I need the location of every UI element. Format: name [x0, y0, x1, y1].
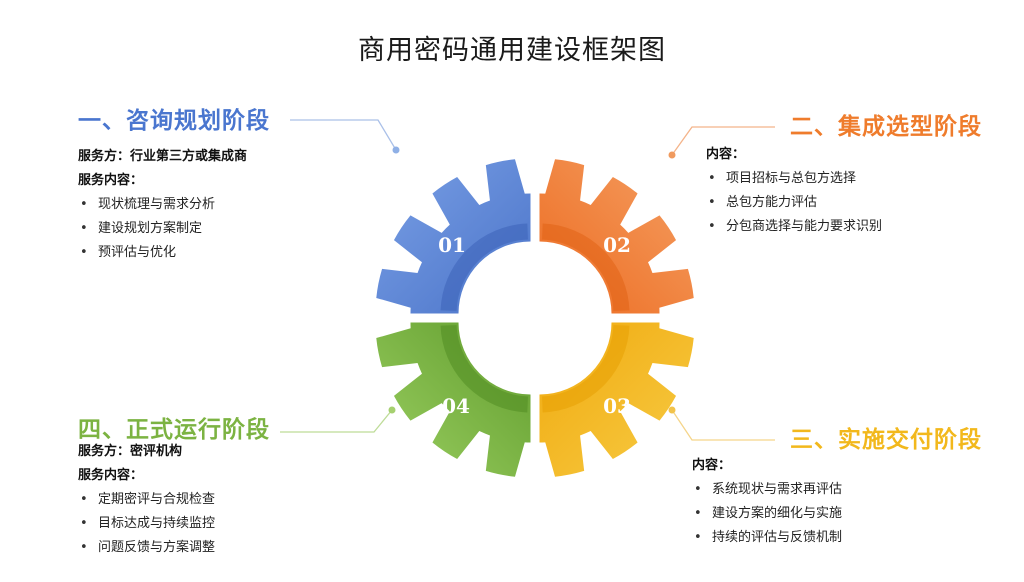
connector-dot-03: [668, 406, 676, 414]
phase-content-label-04: 服务内容：: [78, 468, 144, 483]
phase-block-02: 内容： 项目招标与总包方选择 总包方能力评估 分包商选择与能力要求识别: [706, 143, 882, 239]
connector-dot-04: [388, 406, 396, 414]
list-item: 问题反馈与方案调整: [78, 536, 215, 560]
connector-line-01: [290, 119, 397, 151]
phase-block-01: 服务方：行业第三方或集成商 服务内容： 现状梳理与需求分析 建设规划方案制定 预…: [78, 145, 247, 265]
gear-number-01: 01: [438, 233, 466, 257]
list-item: 项目招标与总包方选择: [706, 167, 882, 191]
list-item: 系统现状与需求再评估: [692, 478, 842, 502]
phase-block-04: 服务方：密评机构 服务内容： 定期密评与合规检查 目标达成与持续监控 问题反馈与…: [78, 440, 215, 560]
phase-block-03: 内容： 系统现状与需求再评估 建设方案的细化与实施 持续的评估与反馈机制: [692, 454, 842, 550]
phase-content-label-02: 内容：: [706, 147, 746, 162]
inner-ring-04: [440, 324, 529, 413]
gear-number-03: 03: [603, 394, 631, 418]
gear-number-02: 02: [603, 233, 631, 257]
phase-title-04: 四、正式运行阶段: [78, 416, 270, 443]
list-item: 持续的评估与反馈机制: [692, 526, 842, 550]
gear-quadrant-03: [539, 322, 694, 477]
list-item: 建设方案的细化与实施: [692, 502, 842, 526]
phase-content-label-03: 内容：: [692, 458, 732, 473]
connector-dot-02: [668, 151, 676, 159]
list-item: 定期密评与合规检查: [78, 488, 215, 512]
inner-ring-02: [541, 223, 630, 312]
gear-quadrant-01: [376, 159, 531, 314]
gear-quadrant-02: [539, 159, 694, 314]
phase-provider-01: 服务方：行业第三方或集成商: [78, 149, 248, 164]
phase-content-label-01: 服务内容：: [78, 173, 144, 188]
list-item: 建设规划方案制定: [78, 217, 247, 241]
inner-ring-03: [541, 324, 630, 413]
phase-title-03: 三、实施交付阶段: [790, 426, 982, 453]
page-title: 商用密码通用建设框架图: [358, 35, 666, 66]
list-item: 预评估与优化: [78, 241, 247, 265]
phase-title-02: 二、集成选型阶段: [790, 113, 982, 140]
connector-line-03: [671, 409, 775, 441]
list-item: 总包方能力评估: [706, 191, 882, 215]
phase-provider-04: 服务方：密评机构: [78, 444, 183, 459]
list-item: 分包商选择与能力要求识别: [706, 215, 882, 239]
connector-line-04: [280, 409, 393, 433]
gear-number-04: 04: [442, 394, 470, 418]
phase-title-01: 一、咨询规划阶段: [78, 107, 270, 134]
connector-dot-01: [392, 146, 400, 154]
list-item: 目标达成与持续监控: [78, 512, 215, 536]
connector-line-02: [671, 126, 775, 156]
gear-quadrant-04: [376, 322, 531, 477]
inner-ring-01: [440, 223, 529, 312]
list-item: 现状梳理与需求分析: [78, 193, 247, 217]
